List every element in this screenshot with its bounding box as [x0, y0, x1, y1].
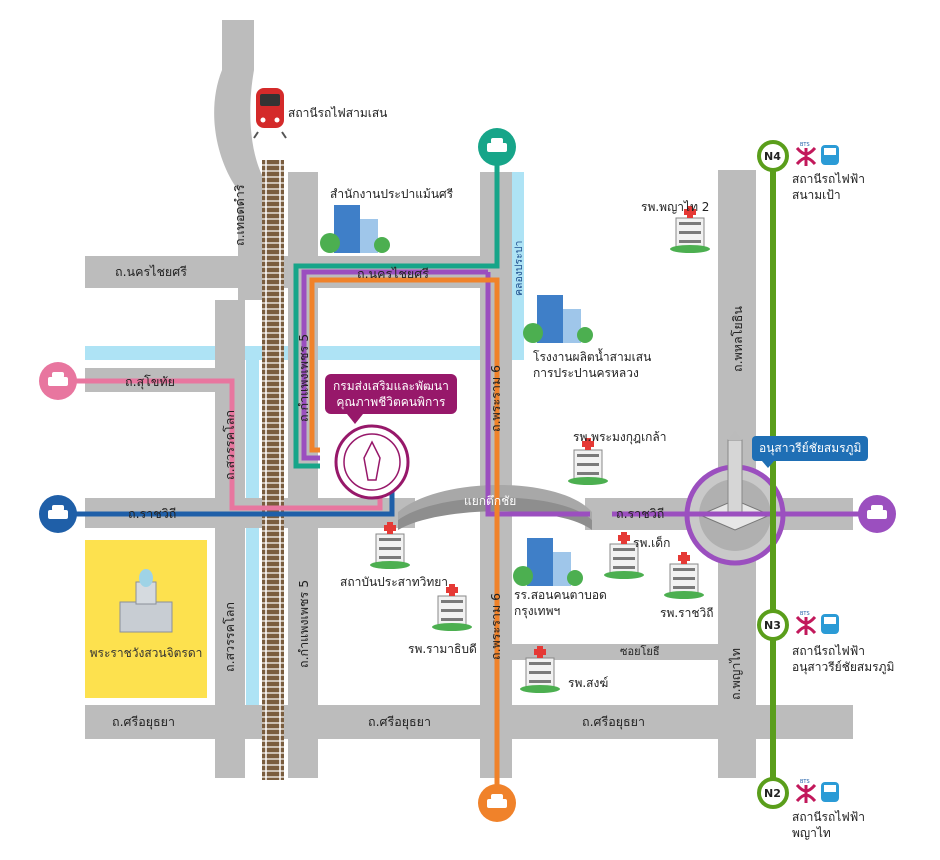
bts-code-n4: N4 — [764, 150, 781, 163]
route-pink — [75, 378, 383, 511]
road-label-sawankhalok-south: ถ.สวรรคโลก — [222, 602, 237, 672]
taxi-icon-teal — [478, 128, 516, 166]
bts-n3-line2: อนุสาวรีย์ชัยสมรภูมิ — [792, 659, 895, 674]
skytrain-icon — [821, 614, 839, 634]
label-phramongkut: รพ.พระมงกุฎเกล้า — [573, 430, 667, 444]
department-name-line2: คุณภาพชีวิตคนพิการ — [336, 395, 446, 410]
building-icon-water-plant — [523, 295, 593, 343]
bts-n3-line1: สถานีรถไฟฟ้า — [792, 644, 866, 658]
canal-vertical-prapa — [512, 172, 524, 360]
road-soi-yothi — [512, 644, 718, 660]
bts-label-n4: สถานีรถไฟฟ้า สนามเป้า — [792, 172, 865, 203]
label-samsen-station: สถานีรถไฟสามเสน — [288, 106, 388, 120]
road-label-nakhon-chai-si-west: ถ.นครไชยศรี — [115, 264, 187, 279]
railway-track — [262, 160, 284, 780]
bts-n4-line2: สนามเป้า — [792, 187, 841, 202]
label-blind-school-line2: กรุงเทพฯ — [514, 604, 561, 618]
canal-label-prapa: คลองประปา — [513, 240, 525, 296]
hospital-icon-children — [604, 532, 644, 579]
flyover-tuk-chai-top — [398, 485, 592, 520]
road-label-thoet-damri: ถ.เทอดดำริ — [232, 184, 247, 246]
bts-logo-text: BTS — [800, 142, 810, 148]
label-ramathibodi: รพ.รามาธิบดี — [408, 642, 477, 656]
bts-station-n2 — [757, 777, 789, 809]
bts-n4-line1: สถานีรถไฟฟ้า — [792, 172, 866, 186]
hospital-icon-prasat — [370, 522, 410, 569]
bts-station-n4 — [757, 140, 789, 172]
hospital-icon-phyathai2 — [670, 206, 710, 253]
skytrain-icon — [821, 782, 839, 802]
taxi-icon-purple — [858, 495, 896, 533]
label-palace: พระราชวังสวนจิตรดา — [89, 646, 203, 660]
building-icon-blind-school — [513, 538, 583, 586]
label-songkhro: รพ.สงฆ์ — [568, 676, 609, 690]
bts-code-n3: N3 — [764, 619, 781, 632]
bts-n2-line2: พญาไท — [792, 825, 831, 840]
road-label-si-ayutthaya-center: ถ.ศรีอยุธยา — [368, 714, 431, 729]
bts-logo-text: BTS — [800, 779, 810, 785]
label-children: รพ.เด็ก — [633, 536, 671, 550]
train-icon — [253, 88, 287, 139]
route-blue — [70, 490, 395, 517]
label-water-office: สำนักงานประปาแม้นศรี — [330, 187, 454, 201]
hospital-icon-phramongkut — [568, 438, 608, 485]
road-label-phahonyothin: ถ.พหลโยธิน — [730, 306, 745, 372]
road-thoet-damri — [214, 20, 262, 300]
skytrain-icon — [821, 145, 839, 165]
taxi-icon-pink — [39, 362, 77, 400]
label-water-plant-line1: โรงงานผลิตน้ำสามเสน — [533, 350, 652, 364]
bts-label-n2: สถานีรถไฟฟ้า พญาไท — [792, 810, 865, 841]
road-label-soi-yothi: ซอยโยธี — [620, 645, 660, 658]
bts-label-n3: สถานีรถไฟฟ้า อนุสาวรีย์ชัยสมรภูมิ — [792, 644, 894, 675]
hospital-icon-songkhro — [520, 646, 560, 693]
palace-icon — [119, 569, 173, 633]
bts-logo-icon: BTS — [795, 779, 817, 803]
road-label-ratchawithi-west: ถ.ราชวิถี — [128, 506, 177, 521]
hospital-icon-ramathibodi — [432, 584, 472, 631]
department-callout: กรมส่งเสริมและพัฒนา คุณภาพชีวิตคนพิการ — [325, 374, 457, 425]
department-name-line1: กรมส่งเสริมและพัฒนา — [333, 379, 449, 393]
road-label-kamphaeng-phet-5-north: ถ.กำแพงเพชร 5 — [296, 333, 311, 422]
bts-logo-text: BTS — [800, 611, 810, 617]
road-label-ratchawithi-east: ถ.ราชวิถี — [616, 506, 665, 521]
road-label-phra-ram-6-north: ถ.พระราม 6 — [488, 364, 503, 432]
intersection-label-tuk-chai: แยกตึกชัย — [464, 494, 517, 508]
label-rajavithi: รพ.ราชวิถี — [660, 606, 714, 620]
route-purple-north — [301, 269, 488, 461]
bts-logo-icon: BTS — [795, 142, 817, 166]
building-icon-water-office — [320, 205, 390, 253]
label-blind-school-line1: รร.สอนคนตาบอด — [514, 588, 607, 602]
road-label-nakhon-chai-si-center: ถ.นครไชยศรี — [357, 266, 429, 281]
road-label-phaya-thai: ถ.พญาไท — [728, 648, 743, 700]
route-teal — [293, 160, 500, 469]
route-orange — [309, 277, 500, 790]
bts-station-n3 — [757, 609, 789, 641]
bts-logo-icon: BTS — [795, 611, 817, 635]
taxi-icon-blue — [39, 495, 77, 533]
road-label-sukhothai: ถ.สุโขทัย — [125, 374, 175, 389]
label-phyathai2: รพ.พญาไท 2 — [641, 200, 710, 214]
road-label-sawankhalok-north: ถ.สวรรคโลก — [222, 410, 237, 480]
bts-code-n2: N2 — [764, 787, 781, 800]
road-label-si-ayutthaya-east: ถ.ศรีอยุธยา — [582, 714, 645, 729]
road-label-phra-ram-6-south: ถ.พระราม 6 — [488, 592, 503, 660]
department-seal-icon — [334, 424, 410, 500]
taxi-icon-orange — [478, 784, 516, 822]
label-water-plant-line2: การประปานครหลวง — [533, 366, 639, 380]
label-prasat: สถาบันประสาทวิทยา — [340, 575, 449, 589]
hospital-icon-rajavithi — [664, 552, 704, 599]
label-victory-monument: อนุสาวรีย์ชัยสมรภูมิ — [752, 436, 869, 468]
road-kamphaeng-phet-5 — [288, 172, 318, 778]
road-label-si-ayutthaya-west: ถ.ศรีอยุธยา — [112, 714, 175, 729]
road-label-kamphaeng-phet-5-south: ถ.กำแพงเพชร 5 — [296, 579, 311, 668]
bts-n2-line1: สถานีรถไฟฟ้า — [792, 810, 866, 824]
route-purple-east — [485, 272, 862, 517]
road-si-ayutthaya — [85, 705, 853, 739]
